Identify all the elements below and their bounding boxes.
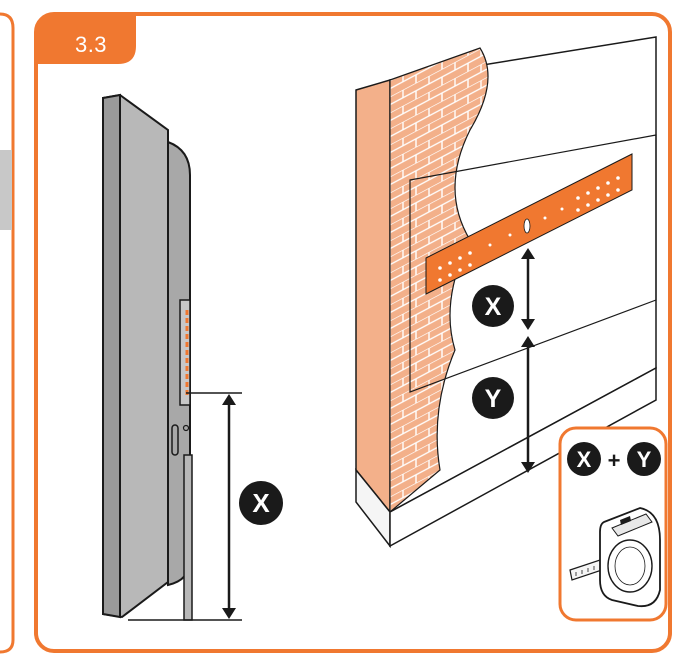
tv-stand-leg [183,454,193,621]
tv-marker-x [239,481,283,525]
step-tab [36,14,136,64]
tv-front-bezel [102,93,121,619]
tv-dimension-arrow [222,394,236,619]
measure-marker-x-label: X [577,447,592,472]
wall-panel [355,36,657,549]
step-number: 3.3 [74,32,108,57]
measure-marker-y-label: Y [637,447,652,472]
wall-marker-y-label: Y [485,385,502,413]
tv-marker-x-label: X [252,488,270,518]
measure-marker-x [567,442,601,476]
wall-thickness-front [389,366,657,548]
wall-bracket-rail [425,153,633,295]
wall-side [355,78,391,515]
tv-button [182,424,190,432]
tv-port [171,424,179,456]
wall-marker-y [472,377,514,419]
tv-side-view [102,93,193,621]
measure-marker-y [627,442,661,476]
wall-marker-x-label: X [485,293,502,321]
wall-dimension-x-arrow [521,248,535,330]
wall-dimension-y-arrow [521,336,535,473]
previous-panel-edge [0,12,15,654]
previous-panel-fragment [0,150,12,230]
measure-plus: + [608,448,621,473]
mounting-area-outline [409,134,657,393]
measure-box: X + Y [558,426,668,622]
wall-marker-x [472,285,514,327]
tape-measure-icon [569,507,661,608]
